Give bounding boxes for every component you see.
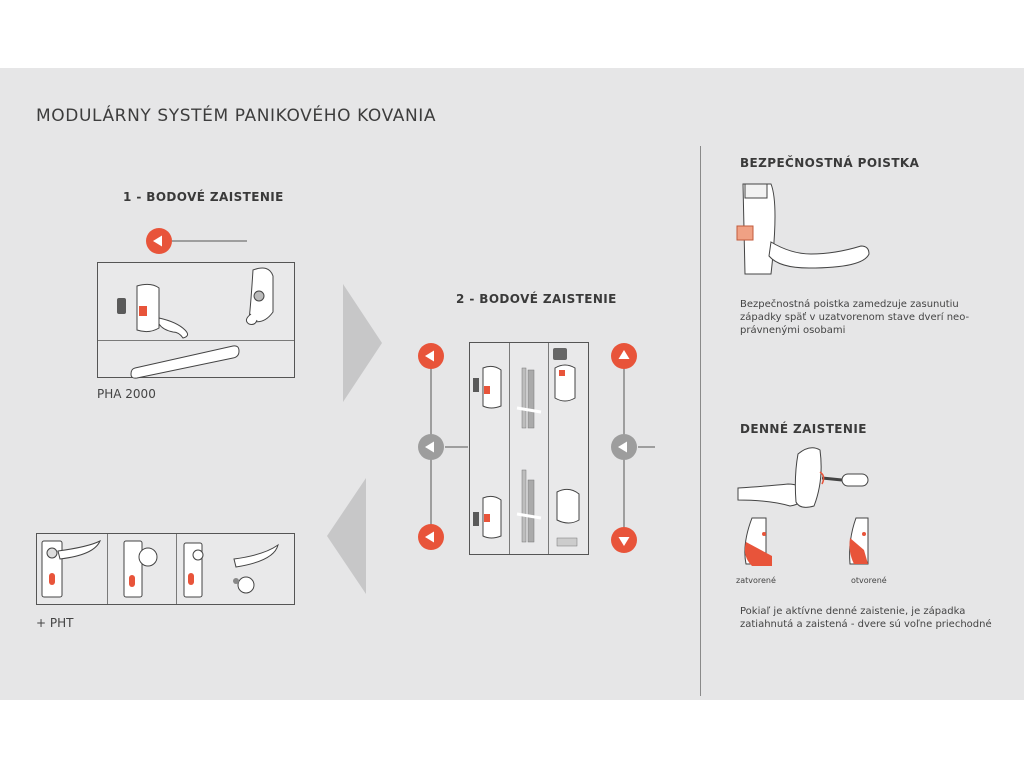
pha2000-caption: PHA 2000 <box>97 387 156 401</box>
day-lock-illustration <box>737 447 869 508</box>
red-arrow-left-icon <box>418 343 444 369</box>
section1-heading: 1 - BODOVÉ ZAISTENIE <box>123 190 284 204</box>
red-arrow-down-icon <box>611 527 637 553</box>
red-arrow-left-icon <box>418 524 444 550</box>
red-arrow-up-icon <box>611 343 637 369</box>
gray-arrow-left-icon <box>418 434 444 460</box>
flow-arrow-right <box>343 284 382 402</box>
section2-illustration <box>473 348 580 547</box>
latch-open-label: otvorené <box>851 576 887 585</box>
section2-heading: 2 - BODOVÉ ZAISTENIE <box>456 292 617 306</box>
safety-heading: BEZPEČNOSTNÁ POISTKA <box>740 156 920 170</box>
pha2000-illustration <box>117 267 274 379</box>
red-arrow-left-icon <box>146 228 172 254</box>
gray-arrow-left-icon <box>611 434 637 460</box>
pht-product-box <box>36 533 295 605</box>
safety-lock-illustration <box>736 183 870 275</box>
day-lock-description: Pokiaľ je aktívne denné zaistenie, je zá… <box>740 606 992 630</box>
pht-illustration <box>41 539 279 598</box>
latch-states-illustration <box>744 517 869 566</box>
page-title: MODULÁRNY SYSTÉM PANIKOVÉHO KOVANIA <box>36 106 437 126</box>
column-divider <box>700 146 701 696</box>
latch-closed-label: zatvorené <box>736 576 776 585</box>
day-lock-heading: DENNÉ ZAISTENIE <box>740 422 867 436</box>
flow-arrow-left <box>327 478 366 594</box>
safety-description: Bezpečnostná poistka zamedzuje zasunutiu… <box>740 299 970 336</box>
pht-caption: + PHT <box>36 616 74 630</box>
